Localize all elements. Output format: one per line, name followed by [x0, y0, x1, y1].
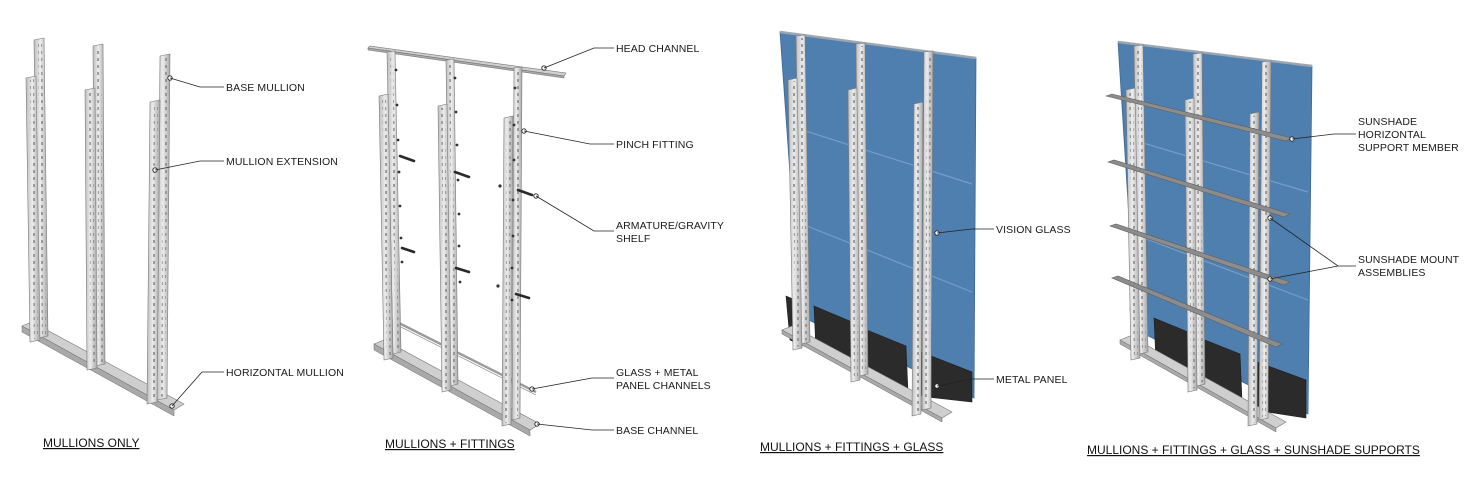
pinch-fitting-dots — [394, 68, 517, 302]
label-sunshade-mount-line2: ASSEMBLIES — [1358, 267, 1426, 279]
head-channel-shape — [367, 45, 567, 79]
label-head-channel: HEAD CHANNEL — [616, 43, 700, 55]
label-sunshade-mount-line1: SUNSHADE MOUNT — [1358, 254, 1460, 266]
diagram-title: MULLIONS + FITTINGS + GLASS — [760, 440, 943, 454]
diagram-sunshade-supports: SUNSHADE HORIZONTAL SUPPORT MEMBER SUNSH… — [1087, 40, 1460, 457]
label-mullion-extension: MULLION EXTENSION — [226, 156, 338, 168]
sunshade-support-shapes — [1104, 93, 1293, 348]
armature-shelf-shapes — [398, 154, 534, 300]
label-horizontal-mullion: HORIZONTAL MULLION — [226, 367, 344, 379]
label-pinch-fitting: PINCH FITTING — [616, 139, 694, 151]
label-metal-panel: METAL PANEL — [996, 374, 1068, 386]
diagram-title: MULLIONS ONLY — [43, 436, 139, 450]
vertical-mullion-shapes — [378, 50, 523, 427]
label-sunshade-horizontal-line2: HORIZONTAL — [1358, 129, 1426, 141]
callout-base-channel: BASE CHANNEL — [534, 421, 698, 437]
horizontal-mullion-shape — [21, 321, 185, 417]
label-sunshade-horizontal-line3: SUPPORT MEMBER — [1358, 142, 1459, 154]
callout-head-channel: HEAD CHANNEL — [541, 43, 700, 71]
label-base-mullion: BASE MULLION — [226, 82, 305, 94]
label-armature-shelf-line2: SHELF — [616, 233, 650, 245]
diagram-title: MULLIONS + FITTINGS + GLASS + SUNSHADE S… — [1087, 443, 1420, 457]
callout-vision-glass: VISION GLASS — [934, 224, 1071, 236]
label-sunshade-horizontal-line1: SUNSHADE — [1358, 116, 1417, 128]
callout-sunshade-horizontal: SUNSHADE HORIZONTAL SUPPORT MEMBER — [1289, 116, 1459, 154]
diagram-mullions-fittings-glass: VISION GLASS METAL PANEL MULLIONS + FITT… — [760, 30, 1071, 454]
callout-mullion-extension: MULLION EXTENSION — [152, 156, 338, 173]
callout-base-mullion: BASE MULLION — [167, 75, 305, 94]
label-base-channel: BASE CHANNEL — [616, 425, 698, 437]
vertical-mullion-shapes — [25, 37, 171, 405]
callout-metal-panel: METAL PANEL — [934, 374, 1068, 389]
callout-horizontal-mullion: HORIZONTAL MULLION — [169, 367, 344, 409]
vertical-mullion-shapes — [1125, 44, 1272, 427]
label-panel-channels-line2: PANEL CHANNELS — [616, 380, 711, 392]
diagram-mullions-fittings: HEAD CHANNEL PINCH FITTING ARMATURE/GRAV… — [367, 43, 724, 451]
callout-panel-channels: GLASS + METAL PANEL CHANNELS — [529, 367, 711, 392]
diagram-mullions-only: BASE MULLION MULLION EXTENSION HORIZONTA… — [21, 37, 344, 450]
glass-joint-lines — [1125, 137, 1309, 301]
label-vision-glass: VISION GLASS — [996, 224, 1071, 236]
diagram-title: MULLIONS + FITTINGS — [385, 437, 515, 451]
head-channel-edge — [779, 30, 977, 60]
callout-armature-shelf: ARMATURE/GRAVITY SHELF — [533, 193, 724, 245]
label-panel-channels-line1: GLASS + METAL — [616, 367, 699, 379]
callout-sunshade-mount: SUNSHADE MOUNT ASSEMBLIES — [1267, 215, 1460, 282]
label-armature-shelf-line1: ARMATURE/GRAVITY — [616, 220, 724, 232]
callout-pinch-fitting: PINCH FITTING — [521, 128, 694, 151]
glass-joint-lines — [789, 125, 973, 293]
vertical-mullion-shapes — [787, 34, 934, 417]
head-channel-edge — [1117, 40, 1313, 68]
